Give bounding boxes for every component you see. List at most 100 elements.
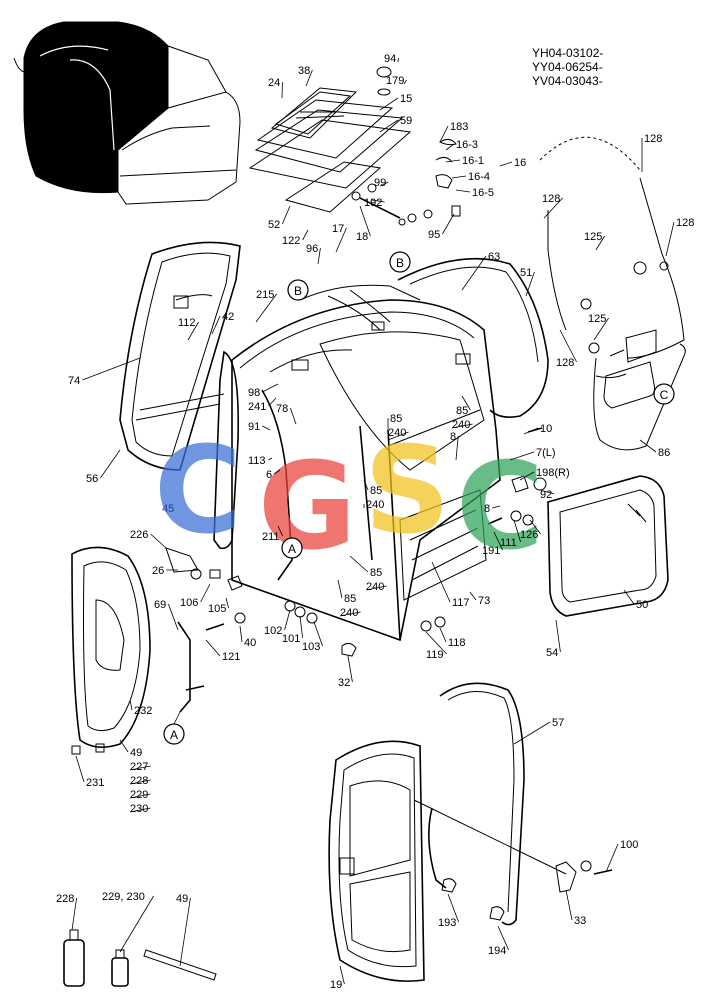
part-number-label: 122 bbox=[282, 235, 300, 247]
leader-line bbox=[75, 755, 85, 783]
leader-line bbox=[442, 213, 455, 235]
leader-line bbox=[129, 779, 151, 785]
leader-line bbox=[349, 555, 369, 573]
part-number-label: 111 bbox=[500, 537, 517, 549]
leader-line bbox=[268, 397, 277, 407]
leader-line bbox=[119, 895, 154, 953]
part-number-label: 85 bbox=[390, 413, 402, 425]
leader-line bbox=[347, 655, 353, 683]
part-number-label: 24 bbox=[268, 77, 280, 89]
part-number-label: 226 bbox=[130, 529, 148, 541]
left-glass bbox=[71, 546, 151, 755]
part-number-label: 33 bbox=[574, 915, 586, 927]
right-side-window bbox=[547, 475, 669, 617]
leader-line bbox=[335, 227, 347, 253]
part-number-label: 69 bbox=[154, 599, 166, 611]
leader-line bbox=[305, 69, 313, 87]
part-number-label: 19 bbox=[330, 979, 342, 991]
part-number-label: 106 bbox=[180, 597, 198, 609]
leader-line bbox=[513, 721, 551, 745]
roof-panel-assembly bbox=[248, 87, 412, 213]
part-number-label: 193 bbox=[438, 917, 456, 929]
part-number-label: 50 bbox=[636, 599, 648, 611]
watermark: C G S C bbox=[154, 422, 544, 577]
part-number-label: 16-1 bbox=[462, 155, 484, 167]
part-number-label: 228 bbox=[56, 893, 74, 905]
part-number-label: 91 bbox=[248, 421, 260, 433]
leader-line bbox=[150, 533, 167, 549]
part-number-label: 10 bbox=[540, 423, 552, 435]
reference-letter: B bbox=[294, 284, 302, 298]
part-number-label: 38 bbox=[298, 65, 310, 77]
leader-line bbox=[555, 619, 561, 653]
leader-line bbox=[168, 603, 179, 631]
part-number-label: 101 bbox=[282, 633, 300, 645]
part-number-label: 17 bbox=[332, 223, 344, 235]
part-number-label: 121 bbox=[222, 651, 240, 663]
part-number-label: 15 bbox=[400, 93, 412, 105]
leader-line bbox=[339, 965, 345, 985]
leader-line bbox=[387, 431, 409, 441]
part-number-label: 117 bbox=[452, 597, 470, 609]
part-number-label: 94 bbox=[384, 53, 396, 65]
part-number-label: 8 bbox=[450, 431, 456, 443]
leader-line bbox=[187, 321, 199, 341]
reference-circle bbox=[163, 723, 185, 745]
right-side-cable-assembly bbox=[539, 136, 686, 451]
part-number-label: 51 bbox=[520, 267, 532, 279]
leader-line bbox=[425, 631, 447, 655]
leader-line bbox=[339, 611, 361, 617]
leader-line bbox=[290, 407, 297, 425]
part-number-label: 215 bbox=[256, 289, 274, 301]
reference-circle bbox=[653, 383, 675, 405]
leader-line bbox=[173, 711, 181, 725]
leader-line bbox=[317, 247, 321, 265]
leader-line bbox=[277, 525, 283, 537]
part-number-label: 85 bbox=[370, 485, 382, 497]
part-number-label: 96 bbox=[306, 243, 318, 255]
consumables bbox=[63, 929, 217, 987]
leader-line bbox=[513, 519, 521, 543]
serial-line-3: YV04-03043- bbox=[532, 74, 603, 88]
leader-line bbox=[337, 579, 343, 599]
reference-circle bbox=[287, 279, 309, 301]
part-number-label: 99 bbox=[374, 177, 386, 189]
watermark-letter-1: C bbox=[154, 422, 242, 561]
watermark-letter-4: C bbox=[456, 438, 544, 577]
leader-line bbox=[200, 583, 211, 603]
part-number-label: 211 bbox=[262, 531, 280, 543]
part-number-label: 240 bbox=[366, 581, 384, 593]
part-number-label: 16-4 bbox=[468, 171, 490, 183]
reference-letter: C bbox=[660, 388, 669, 402]
part-number-label: 113 bbox=[248, 455, 266, 467]
leader-line bbox=[100, 449, 121, 479]
watermark-letter-3: S bbox=[364, 422, 450, 561]
leader-line bbox=[282, 205, 291, 225]
leader-line bbox=[565, 889, 573, 921]
leader-line bbox=[509, 451, 535, 461]
part-number-label: 128 bbox=[676, 217, 694, 229]
part-number-label: 40 bbox=[244, 637, 256, 649]
reference-letter: A bbox=[288, 542, 296, 556]
leader-line bbox=[665, 221, 675, 257]
roof-vent-hardware bbox=[351, 66, 461, 226]
part-number-label: 126 bbox=[520, 529, 538, 541]
part-number-label: 59 bbox=[400, 115, 412, 127]
leader-line bbox=[439, 627, 447, 643]
leader-line bbox=[431, 561, 451, 603]
part-number-label: 194 bbox=[488, 945, 506, 957]
leader-line bbox=[71, 897, 77, 931]
part-number-label: 128 bbox=[644, 133, 662, 145]
part-number-label: 103 bbox=[302, 641, 320, 653]
serial-line-2: YY04-06254- bbox=[532, 60, 603, 74]
part-number-label: 231 bbox=[86, 777, 104, 789]
part-number-label: 16-3 bbox=[456, 139, 478, 151]
part-number-label: 179 bbox=[386, 75, 404, 87]
leader-line bbox=[639, 439, 657, 453]
part-number-label: 8 bbox=[484, 503, 490, 515]
leader-line bbox=[455, 435, 459, 461]
leader-line bbox=[129, 793, 151, 799]
part-number-label: 6 bbox=[266, 469, 272, 481]
watermark-letter-2: G bbox=[258, 438, 357, 577]
